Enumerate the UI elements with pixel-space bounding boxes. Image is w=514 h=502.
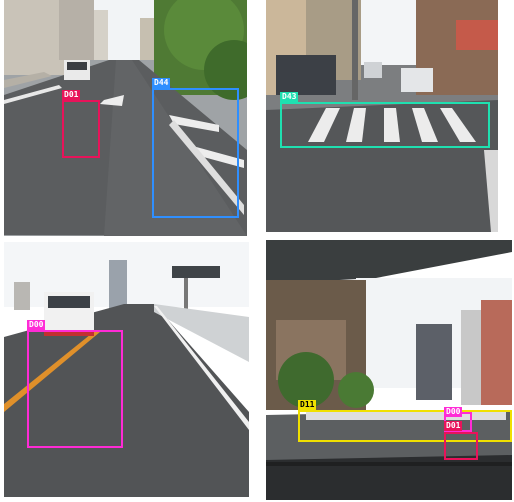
detection-box-d43 — [280, 102, 490, 148]
detection-label-d01: D01 — [62, 90, 81, 100]
detection-label-d00: D00 — [27, 320, 46, 330]
street-scene-bottom-right — [266, 240, 512, 500]
detection-label-d00-br: D00 — [444, 407, 463, 417]
street-scene-bottom-left — [4, 242, 249, 497]
detection-box-d11 — [298, 410, 512, 442]
detection-label-d01-br: D01 — [444, 421, 463, 431]
panel-bottom-right: D11 D00 D01 — [266, 240, 512, 500]
panel-top-left: D01 D44 — [4, 0, 247, 236]
street-scene-top-right — [266, 0, 498, 232]
detection-label-d43: D43 — [280, 92, 299, 102]
panel-bottom-left: D00 — [4, 242, 249, 497]
detection-label-d44: D44 — [152, 78, 171, 88]
detection-box-d01 — [62, 100, 100, 158]
detection-box-d44 — [152, 88, 239, 218]
panel-top-right: D43 — [266, 0, 498, 232]
detection-box-d01-br — [444, 432, 478, 460]
detection-label-d11: D11 — [298, 400, 317, 410]
detection-box-d00 — [27, 330, 123, 448]
